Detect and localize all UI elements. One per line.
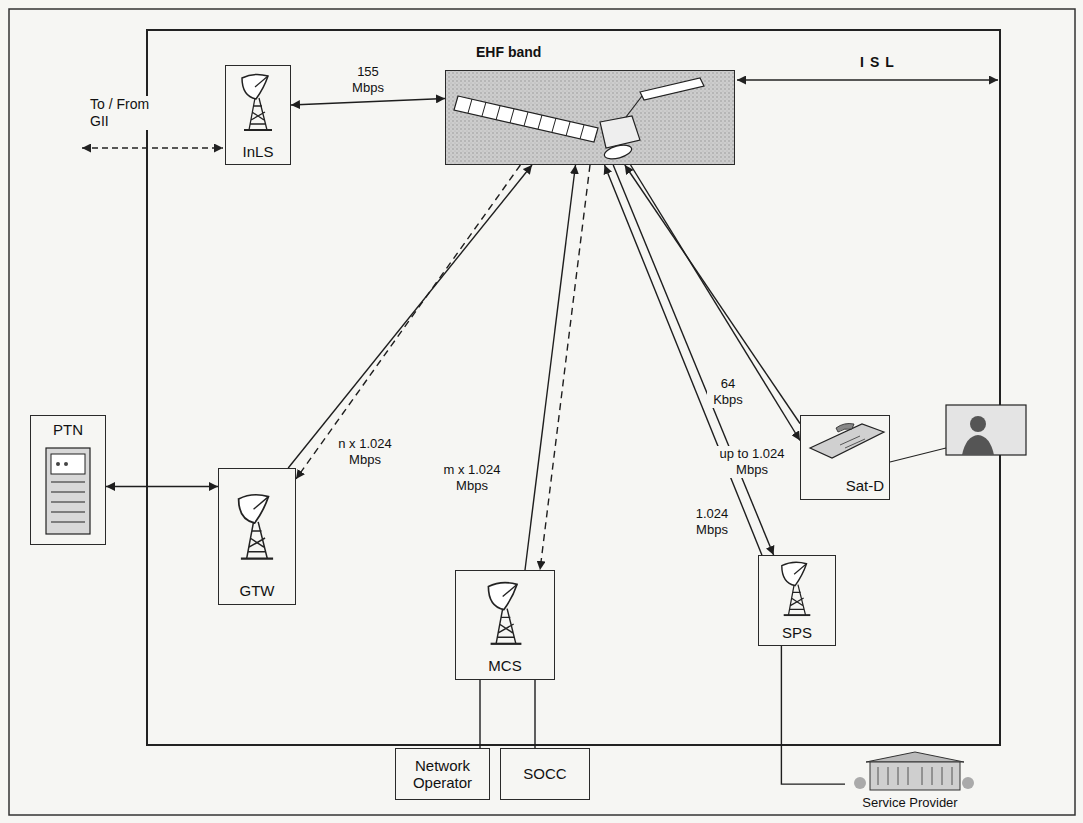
rate-label: 64 Kbps: [707, 376, 749, 407]
node-label: Service Provider: [862, 796, 957, 811]
link-line: [106, 486, 218, 487]
network-box: PTN: [30, 415, 106, 545]
user-terminal: [840, 436, 865, 448]
link-line: [534, 680, 535, 748]
provider-building: [870, 762, 960, 790]
link-line: [296, 165, 520, 479]
isl-arrow: [737, 79, 998, 81]
user-terminal: [810, 424, 884, 458]
station-box: SPS: [758, 555, 836, 646]
band-label: EHF band: [476, 44, 541, 60]
control-centre-box: SOCC: [500, 748, 590, 800]
link-line: [291, 99, 445, 106]
provider-building: [878, 767, 952, 785]
provider-building: [866, 752, 964, 762]
isl-label: ISL: [858, 54, 902, 71]
link-line: [613, 165, 773, 555]
node-label: Sat-D: [846, 477, 884, 494]
node-label: SPS: [782, 624, 812, 641]
node-label: PTN: [53, 421, 83, 438]
node-label: MCS: [488, 657, 521, 674]
user-terminal: [836, 424, 854, 433]
node-label: InLS: [243, 143, 274, 160]
outer-frame: [9, 9, 1075, 815]
link-line: [479, 680, 480, 748]
link-line: [781, 646, 845, 784]
dish-antenna: [242, 74, 272, 130]
user-monitor: [962, 435, 994, 455]
dish-antenna: [782, 562, 811, 615]
gii-arrow: [82, 147, 223, 148]
control-station-box: MCS: [455, 570, 555, 680]
rate-label: up to 1.024 Mbps: [711, 446, 793, 477]
gateway-box: GTW: [218, 468, 296, 605]
node-label: SOCC: [523, 765, 566, 782]
rate-label: m x 1.024 Mbps: [436, 462, 508, 493]
terminal-cable: [890, 448, 946, 462]
system-boundary: [147, 30, 1000, 745]
satellite-symbol: [600, 116, 640, 148]
node-label: GTW: [240, 582, 275, 599]
user-monitor: [946, 405, 1026, 455]
server-cabinet: [56, 462, 60, 466]
user-terminal: [810, 424, 884, 459]
satellite-symbol: [640, 78, 704, 100]
link-line: [631, 165, 800, 441]
server-cabinet: [64, 462, 68, 466]
server-cabinet: [46, 448, 90, 534]
operator-box: Network Operator: [395, 748, 490, 800]
link-note: To / From GII: [88, 96, 162, 130]
user-monitor: [946, 405, 1026, 455]
provider-building: [854, 777, 866, 789]
provider-building: [854, 752, 974, 790]
satellite-symbol: [468, 99, 584, 139]
terminal-box: Sat-D: [800, 415, 890, 500]
satellite-symbol: [603, 143, 633, 162]
connector-group: [106, 99, 845, 785]
link-line: [540, 165, 590, 570]
satellite-symbol: [454, 96, 598, 142]
rate-label: n x 1.024 Mbps: [329, 436, 401, 467]
provider-node: Service Provider: [845, 750, 975, 812]
satellite-symbol: [626, 96, 642, 117]
provider-building: [962, 777, 974, 789]
dish-antenna: [239, 495, 274, 559]
link-line: [288, 165, 532, 468]
rate-label: 155 Mbps: [345, 64, 391, 95]
server-cabinet: [51, 482, 85, 522]
link-line: [605, 165, 762, 555]
satellite-box: EHF band: [445, 70, 735, 165]
server-cabinet: [51, 454, 85, 474]
satellite-ground: [445, 70, 735, 165]
station-box: InLS: [225, 65, 291, 165]
dish-antenna: [488, 583, 521, 644]
rate-label: 1.024 Mbps: [688, 506, 736, 537]
link-line: [525, 165, 576, 570]
link-line: [625, 165, 800, 424]
user-monitor: [970, 416, 986, 432]
node-label: Network Operator: [400, 757, 485, 792]
satellite-symbol: [454, 78, 704, 161]
server-cabinet: [46, 448, 90, 534]
